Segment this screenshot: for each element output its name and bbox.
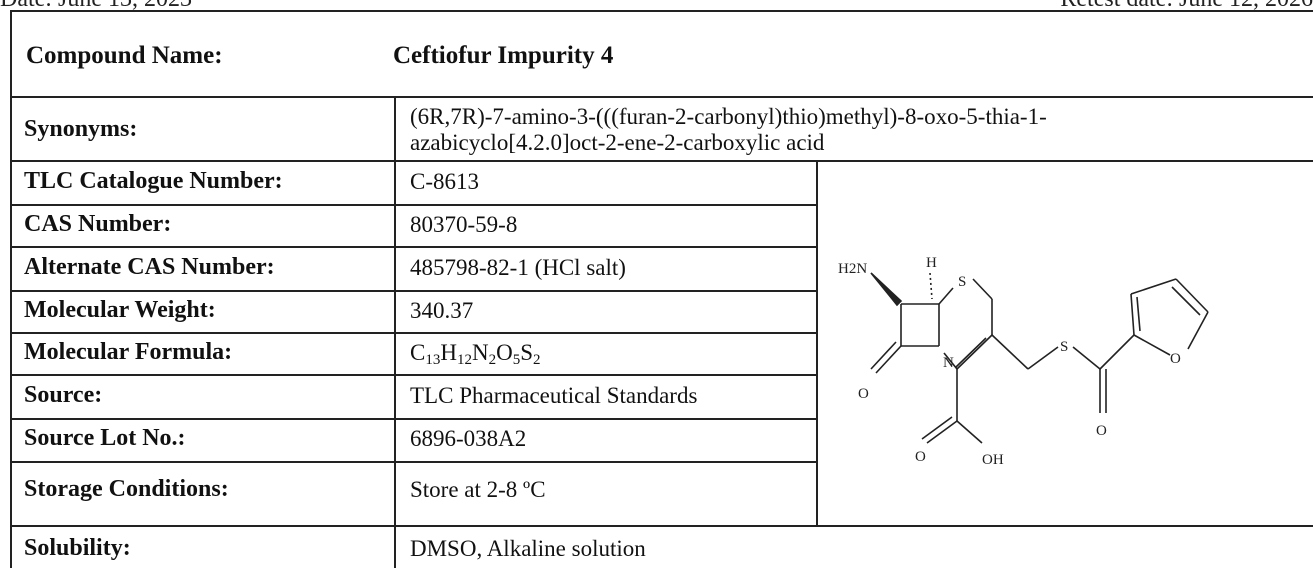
structure-divider [816, 160, 818, 527]
compound-info-table: Compound Name: Ceftiofur Impurity 4 Syno… [10, 10, 1313, 568]
source-lot-value: 6896-038A2 [410, 426, 527, 451]
bond [1171, 286, 1201, 316]
bond [1099, 334, 1135, 370]
formula-s: S [520, 340, 534, 365]
row-divider [10, 246, 818, 248]
bond [926, 420, 958, 444]
storage-conditions-value: Store at 2-8 ºC [410, 477, 546, 502]
row-divider [10, 204, 818, 206]
row-divider [10, 461, 818, 463]
bond [943, 352, 958, 370]
atom-label: OH [982, 452, 1004, 468]
row-divider [10, 418, 818, 420]
atom-label: O [1170, 351, 1181, 367]
bond [938, 287, 954, 305]
atom-label: O [915, 449, 926, 465]
synonyms-value: (6R,7R)-7-amino-3-(((furan-2-carbonyl)th… [410, 104, 1310, 156]
bond [991, 334, 1029, 370]
atom-label: H2N [838, 261, 867, 277]
formula-o: O [496, 340, 513, 365]
compound-name-row: Compound Name: Ceftiofur Impurity 4 [10, 10, 1313, 96]
bond [1027, 346, 1059, 370]
atom-label: S [958, 274, 966, 290]
header-date: Date: June 13, 2023 [0, 0, 192, 13]
compound-name-label: Compound Name: [26, 42, 223, 69]
cas-number-value: 80370-59-8 [410, 212, 518, 237]
bond [972, 278, 993, 300]
molecular-formula-value: C13H12N2O5S2 [410, 340, 541, 368]
bond [956, 420, 983, 444]
solubility-value: DMSO, Alkaline solution [410, 536, 646, 561]
compound-name-value: Ceftiofur Impurity 4 [393, 42, 614, 69]
bond [921, 416, 953, 440]
formula-c: C [410, 340, 426, 365]
synonyms-line-2: azabicyclo[4.2.0]oct-2-ene-2-carboxylic … [410, 130, 825, 155]
molecular-weight-value: 340.37 [410, 298, 474, 323]
header-retest-date: Retest date: June 12, 2026 [1060, 0, 1313, 13]
source-value: TLC Pharmaceutical Standards [410, 383, 698, 408]
bond [1187, 311, 1209, 350]
source-label: Source: [24, 382, 103, 408]
atom-label: H [926, 255, 937, 271]
bond [1136, 296, 1141, 332]
tlc-catalogue-label: TLC Catalogue Number: [24, 168, 283, 194]
synonyms-label: Synonyms: [24, 116, 138, 142]
bond [875, 345, 902, 374]
atom-label: O [858, 386, 869, 402]
row-divider [10, 525, 1313, 527]
bond [1133, 334, 1171, 356]
row-divider [10, 160, 1313, 162]
hydrogen-hash-bond [929, 272, 933, 300]
molecular-weight-label: Molecular Weight: [24, 297, 216, 323]
tlc-catalogue-value: C-8613 [410, 169, 479, 194]
formula-h: H [440, 340, 457, 365]
bond [955, 337, 987, 368]
bond [1175, 278, 1209, 313]
synonyms-line-1: (6R,7R)-7-amino-3-(((furan-2-carbonyl)th… [410, 104, 1047, 129]
row-divider [10, 374, 818, 376]
bond [870, 341, 897, 370]
alternate-cas-value: 485798-82-1 (HCl salt) [410, 255, 626, 280]
alternate-cas-label: Alternate CAS Number: [24, 254, 275, 280]
chemical-structure: H2N H S N O S O O O OH [838, 255, 1209, 468]
molecular-formula-label: Molecular Formula: [24, 339, 233, 365]
atom-label: S [1060, 339, 1068, 355]
bond [1130, 278, 1177, 295]
storage-conditions-label: Storage Conditions: [24, 476, 229, 502]
row-divider [10, 332, 818, 334]
bond [1072, 346, 1101, 370]
row-divider [10, 96, 1313, 98]
amino-wedge-bond [870, 272, 903, 307]
bond [1130, 293, 1135, 336]
row-divider [10, 290, 818, 292]
formula-n: N [471, 340, 489, 365]
table-left-border [10, 10, 12, 568]
atom-label: N [943, 355, 954, 371]
solubility-label: Solubility: [24, 535, 131, 561]
source-lot-label: Source Lot No.: [24, 425, 186, 451]
bond [956, 334, 993, 370]
cas-number-label: CAS Number: [24, 211, 172, 237]
atom-label: O [1096, 423, 1107, 439]
